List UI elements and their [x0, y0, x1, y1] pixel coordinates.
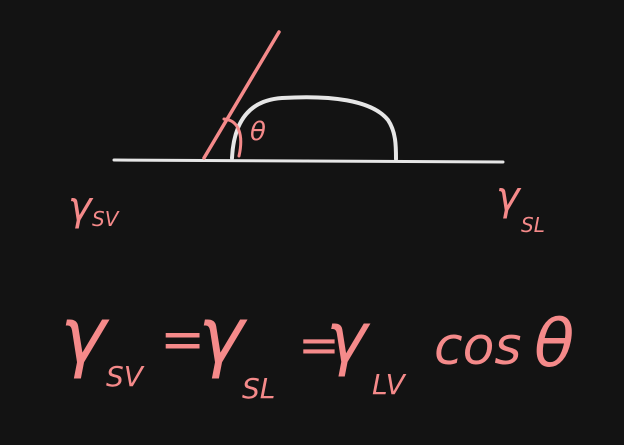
label-gamma-sl: γ SL — [496, 174, 545, 237]
label-left-gamma: γ — [68, 184, 94, 230]
tangent-line — [202, 30, 281, 160]
droplet-outline — [230, 95, 398, 161]
label-right-subscript: SL — [521, 213, 545, 237]
eq-term2-gamma: γ — [326, 297, 371, 379]
label-left-subscript: SV — [92, 207, 120, 231]
label-right-gamma: γ — [496, 174, 522, 220]
eq-lhs-subscript: SV — [106, 360, 145, 393]
eq-term1-gamma: γ — [198, 291, 248, 381]
eq-equals-1: = — [160, 308, 205, 371]
angle-theta-label: θ — [250, 117, 266, 147]
eq-cos: cos — [434, 317, 522, 377]
eq-term1-subscript: SL — [242, 372, 275, 405]
eq-lhs-gamma: γ — [60, 291, 110, 381]
eq-equals-2: = — [298, 316, 340, 374]
young-equation: γ SV = γ SL = γ LV cos θ — [60, 291, 574, 405]
angle-arc — [222, 117, 243, 158]
eq-theta: θ — [534, 305, 574, 382]
eq-term2-subscript: LV — [372, 368, 407, 401]
label-gamma-sv: γ SV — [68, 184, 120, 231]
solid-surface-line — [112, 158, 505, 164]
